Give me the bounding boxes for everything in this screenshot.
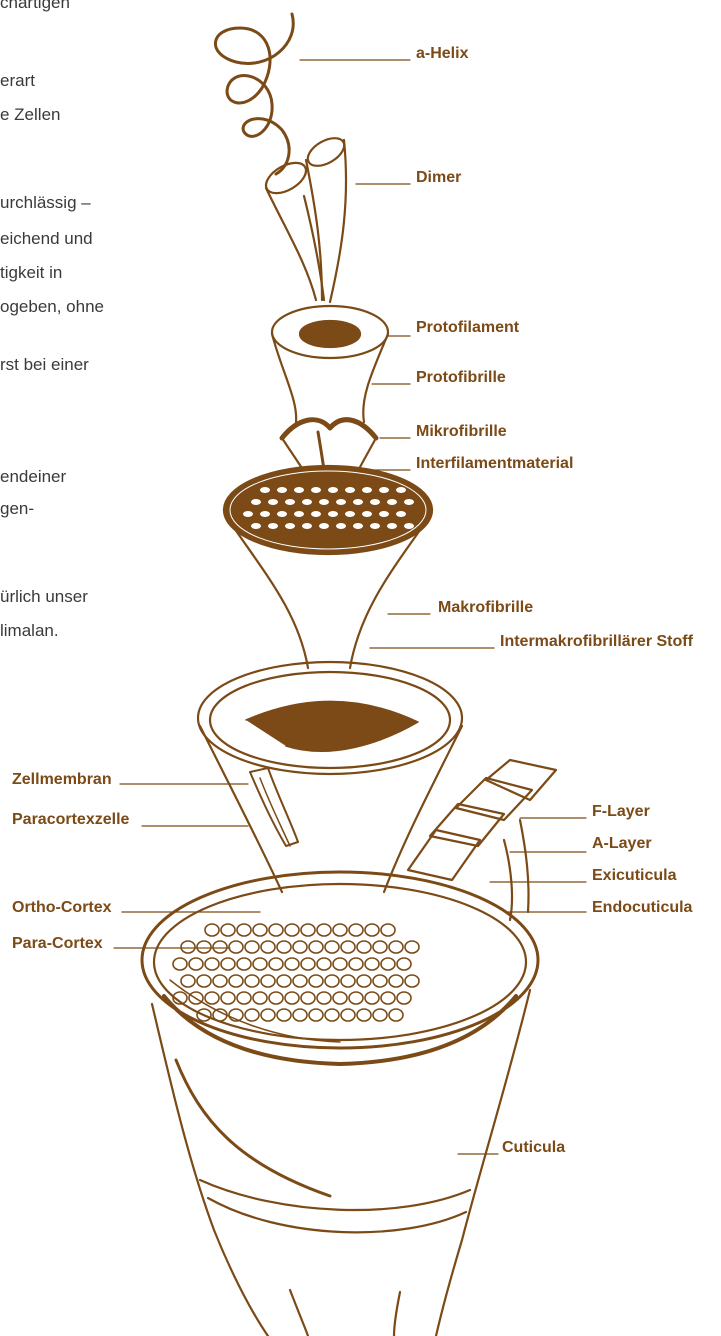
texture-pores [173, 487, 419, 1021]
cuticle-scales-shape [408, 760, 556, 920]
label-f-layer: F-Layer [592, 802, 650, 822]
label-endocuticula: Endocuticula [592, 898, 692, 918]
label-protofilament: Protofilament [416, 318, 519, 338]
label-protofibrille: Protofibrille [416, 368, 506, 388]
label-zellmembran: Zellmembran [12, 770, 112, 790]
label-mikrofibrille: Mikrofibrille [416, 422, 507, 442]
label-cuticula: Cuticula [502, 1138, 565, 1158]
label-paracortexzelle: Paracortexzelle [12, 810, 129, 830]
label-a-helix: a-Helix [416, 44, 468, 64]
protofilament-shape [272, 306, 388, 422]
makrofibrille-shape [224, 466, 432, 668]
cell-shape [198, 662, 462, 892]
label-dimer: Dimer [416, 168, 461, 188]
label-makrofibrille: Makrofibrille [438, 598, 533, 618]
alpha-helix-shape [215, 14, 293, 174]
label-exicuticula: Exicuticula [592, 866, 676, 886]
label-para-cortex: Para-Cortex [12, 934, 103, 954]
label-ortho-cortex: Ortho-Cortex [12, 898, 112, 918]
dimer-shape [261, 132, 349, 302]
label-interfilamentmaterial: Interfilamentmaterial [416, 454, 573, 474]
label-intermakrofibrillaerer-stoff: Intermakrofibrillärer Stoff [500, 632, 693, 652]
label-a-layer: A-Layer [592, 834, 652, 854]
cuticula-shape [152, 990, 530, 1336]
